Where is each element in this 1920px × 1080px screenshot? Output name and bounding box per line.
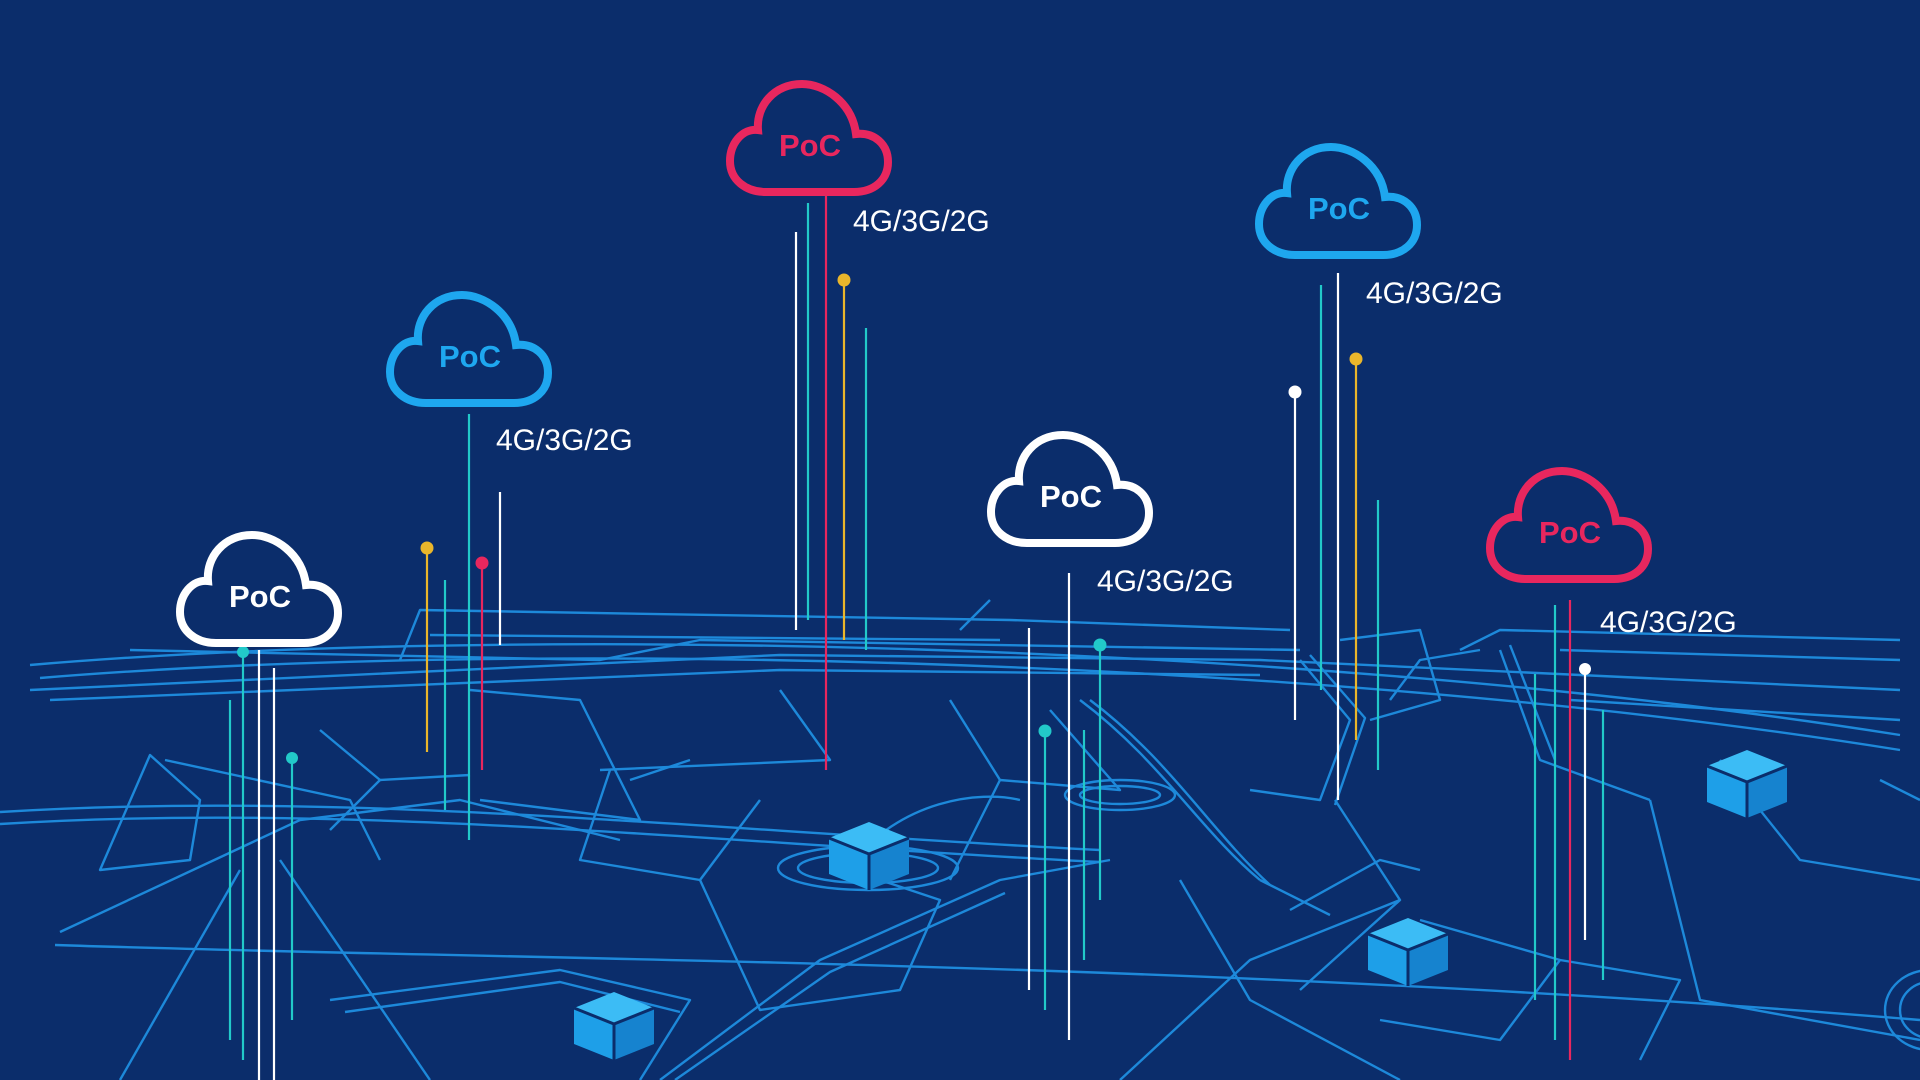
poc-node: PoC [1490, 471, 1648, 579]
signal-lines [228, 196, 1605, 1080]
signal-dots [237, 273, 1591, 764]
cloud-label: PoC [439, 339, 501, 374]
poc-node: PoC [390, 295, 548, 403]
box-icon [1366, 916, 1450, 988]
poc-node: PoC [991, 435, 1149, 543]
network-label: 4G/3G/2G [1600, 606, 1737, 639]
poc-node: PoC [730, 84, 888, 192]
network-label: 4G/3G/2G [1366, 277, 1503, 310]
box-icon [1705, 748, 1789, 820]
cloud-label: PoC [1040, 479, 1102, 514]
cloud-label: PoC [1539, 515, 1601, 550]
cloud-label: PoC [1308, 191, 1370, 226]
box-icon [827, 820, 911, 892]
poc-node: PoC [1259, 147, 1417, 255]
cloud-label: PoC [229, 579, 291, 614]
street-map [0, 599, 1920, 1080]
cloud-label: PoC [779, 128, 841, 163]
poc-node: PoC [180, 535, 338, 643]
network-label: 4G/3G/2G [853, 205, 990, 238]
network-label: 4G/3G/2G [1097, 565, 1234, 598]
network-label: 4G/3G/2G [496, 424, 633, 457]
